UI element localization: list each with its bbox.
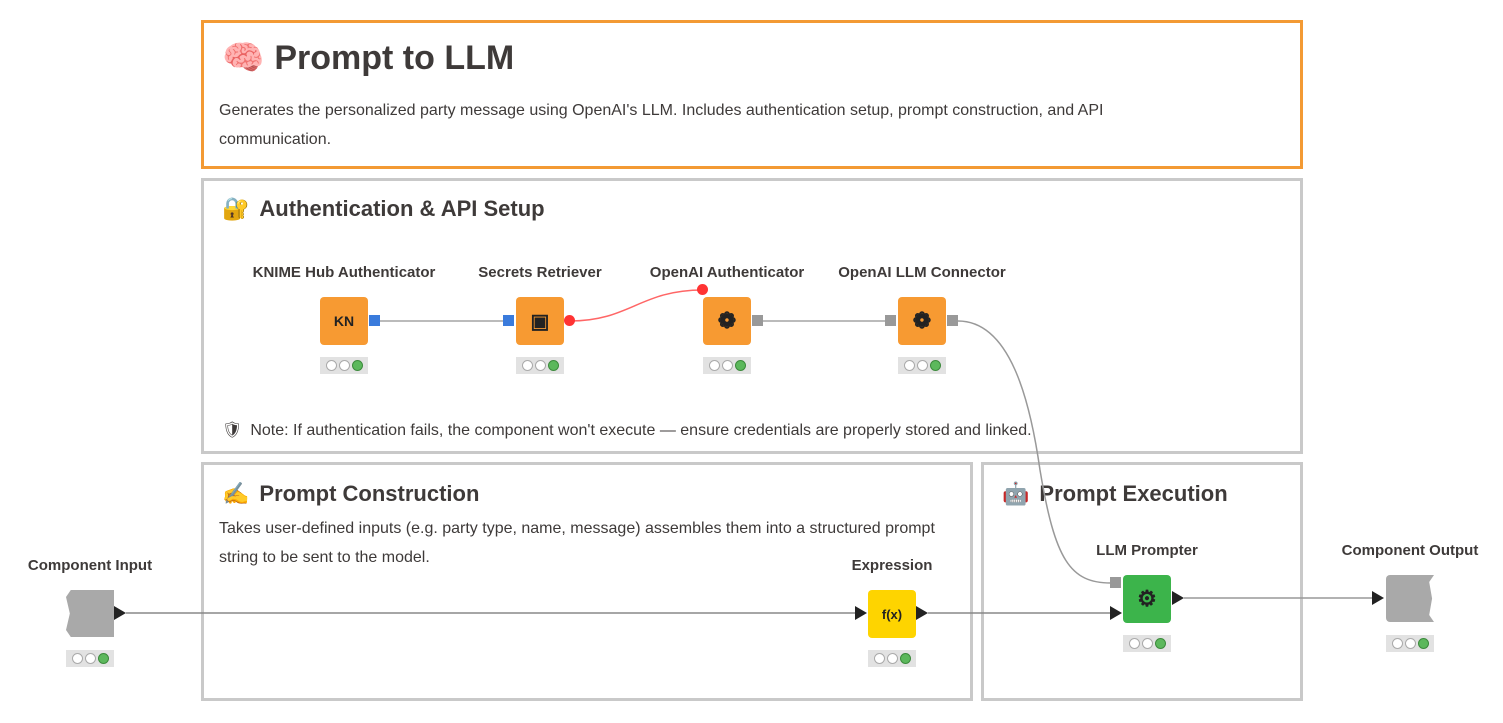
input-port[interactable] — [1372, 591, 1384, 605]
brain-circuit-icon: ⚙ — [1137, 586, 1157, 611]
node-label: LLM Prompter — [1096, 542, 1198, 559]
node-label: OpenAI LLM Connector — [838, 264, 1006, 281]
openai-authenticator-node[interactable]: ❁ — [703, 297, 751, 345]
input-port[interactable] — [885, 315, 896, 326]
openai-llm-connector-node[interactable]: ❁ — [898, 297, 946, 345]
node-label: KNIME Hub Authenticator — [252, 264, 436, 281]
node-label: Component Output — [1341, 542, 1479, 559]
annotation-title: 🔐Authentication & API Setup — [222, 196, 545, 221]
output-port[interactable] — [947, 315, 958, 326]
shield-icon: 🛡 — [222, 422, 243, 439]
input-port[interactable] — [697, 284, 708, 295]
auth-note: 🛡Note: If authentication fails, the comp… — [222, 416, 1032, 445]
node-status — [1386, 635, 1434, 652]
node-label: Component Input — [27, 557, 153, 574]
node-label: Expression — [851, 557, 933, 574]
lock-icon: 🔐 — [222, 196, 250, 221]
node-status — [703, 357, 751, 374]
robot-icon: 🤖 — [1002, 481, 1030, 506]
input-port[interactable] — [503, 315, 514, 326]
node-status — [66, 650, 114, 667]
openai-icon: ❁ — [717, 308, 737, 333]
key-icon: KN — [333, 313, 355, 329]
annotation-title: 🧠Prompt to LLM — [222, 39, 515, 77]
output-port[interactable] — [752, 315, 763, 326]
knime-hub-authenticator-node[interactable]: KN — [320, 297, 368, 345]
annotation-prompt-to-llm[interactable] — [201, 20, 1303, 169]
component-input-node[interactable] — [66, 590, 114, 637]
output-port[interactable] — [916, 606, 928, 620]
node-label: Secrets Retriever — [478, 264, 602, 281]
expression-node[interactable]: f(x) — [868, 590, 916, 638]
input-port[interactable] — [1110, 606, 1122, 620]
output-port[interactable] — [114, 606, 126, 620]
output-port[interactable] — [564, 315, 575, 326]
component-output-node[interactable] — [1386, 575, 1434, 622]
node-status — [320, 357, 368, 374]
input-port[interactable] — [855, 606, 867, 620]
writing-hand-icon: ✍ — [222, 481, 250, 506]
input-port[interactable] — [1110, 577, 1121, 588]
node-status — [1123, 635, 1171, 652]
openai-icon: ❁ — [912, 308, 932, 333]
connection — [957, 320, 1112, 584]
brain-icon: 🧠 — [222, 39, 265, 77]
function-icon: f(x) — [881, 606, 903, 622]
annotation-title: ✍Prompt Construction — [222, 481, 480, 506]
output-port[interactable] — [369, 315, 380, 326]
secrets-retriever-node[interactable]: ▣ — [516, 297, 564, 345]
connection — [569, 289, 704, 322]
annotation-title: 🤖Prompt Execution — [1002, 481, 1228, 506]
annotation-text: Generates the personalized party message… — [219, 102, 1104, 148]
llm-prompter-node[interactable]: ⚙ — [1123, 575, 1171, 623]
node-label: OpenAI Authenticator — [649, 264, 805, 281]
annotation-execution[interactable] — [981, 462, 1303, 701]
node-status — [868, 650, 916, 667]
annotation-construction[interactable] — [201, 462, 973, 701]
output-port[interactable] — [1172, 591, 1184, 605]
node-status — [516, 357, 564, 374]
annotation-text: Takes user-defined inputs (e.g. party ty… — [219, 520, 935, 566]
vault-icon: ▣ — [530, 310, 550, 333]
node-status — [898, 357, 946, 374]
